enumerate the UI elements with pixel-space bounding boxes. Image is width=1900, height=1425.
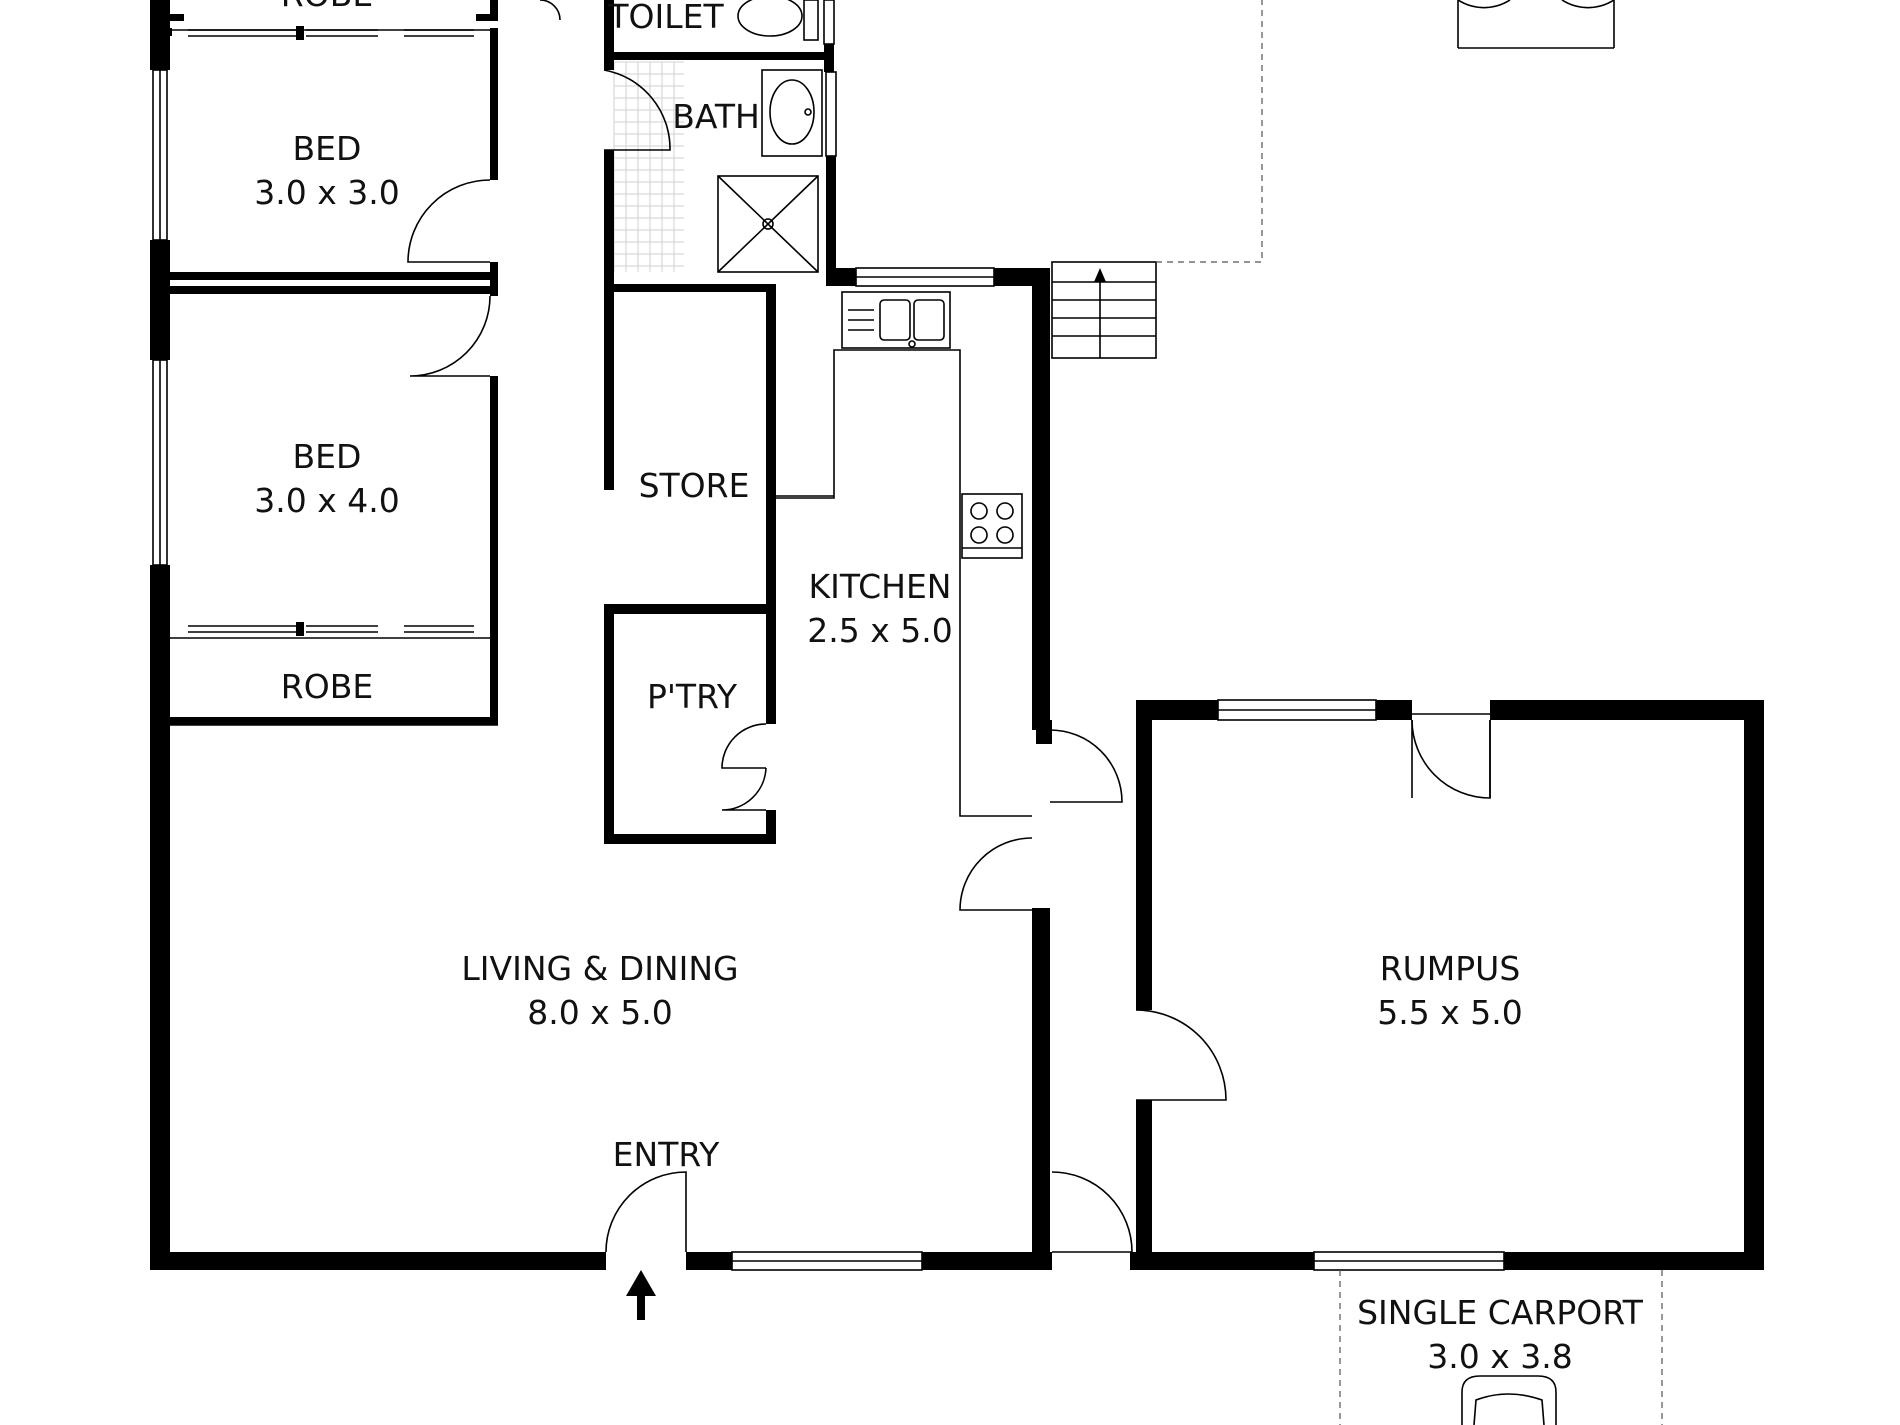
living-size: 8.0 x 5.0 bbox=[527, 993, 672, 1032]
basin-icon bbox=[761, 69, 823, 157]
pantry-label: P'TRY bbox=[647, 677, 738, 716]
toilet-label: TOILET bbox=[607, 0, 724, 36]
kitchen-size: 2.5 x 5.0 bbox=[807, 611, 952, 650]
carport-size: 3.0 x 3.8 bbox=[1427, 1337, 1572, 1376]
bath-tile-floor bbox=[613, 61, 684, 272]
room-labels: ROBE TOILET BATH BED 3.0 x 3.0 BED 3.0 x… bbox=[254, 0, 1643, 1376]
car-icon bbox=[1461, 1375, 1557, 1425]
kitchen-label: KITCHEN bbox=[809, 567, 952, 606]
bed2-size: 3.0 x 4.0 bbox=[254, 481, 399, 520]
robe-top-label: ROBE bbox=[281, 0, 373, 14]
robe-bottom-label: ROBE bbox=[281, 667, 373, 706]
bed1-size: 3.0 x 3.0 bbox=[254, 173, 399, 212]
stairs-icon bbox=[1051, 261, 1157, 359]
toilet-icon bbox=[737, 0, 819, 41]
entry-arrow-icon bbox=[626, 1270, 656, 1320]
dashed-outlines bbox=[1156, 0, 1663, 1425]
kitchen-bench bbox=[776, 349, 1032, 817]
rumpus-size: 5.5 x 5.0 bbox=[1377, 993, 1522, 1032]
bed1-label: BED bbox=[293, 129, 362, 168]
shower-icon bbox=[717, 175, 819, 273]
partition-lines bbox=[170, 29, 1744, 726]
bath-label: BATH bbox=[672, 97, 760, 136]
windows bbox=[152, 0, 1505, 1271]
store-label: STORE bbox=[639, 466, 750, 505]
walls bbox=[150, 0, 1764, 1270]
outdoor-doors bbox=[1457, 0, 1615, 49]
living-label: LIVING & DINING bbox=[461, 949, 738, 988]
entry-label: ENTRY bbox=[613, 1135, 721, 1174]
sink-icon bbox=[841, 291, 951, 349]
door-swings bbox=[407, 0, 1491, 1253]
bed2-label: BED bbox=[293, 437, 362, 476]
carport-label: SINGLE CARPORT bbox=[1357, 1293, 1644, 1332]
rumpus-label: RUMPUS bbox=[1380, 949, 1521, 988]
cooktop-icon bbox=[961, 493, 1023, 559]
robe-sliding-doors bbox=[188, 26, 474, 636]
